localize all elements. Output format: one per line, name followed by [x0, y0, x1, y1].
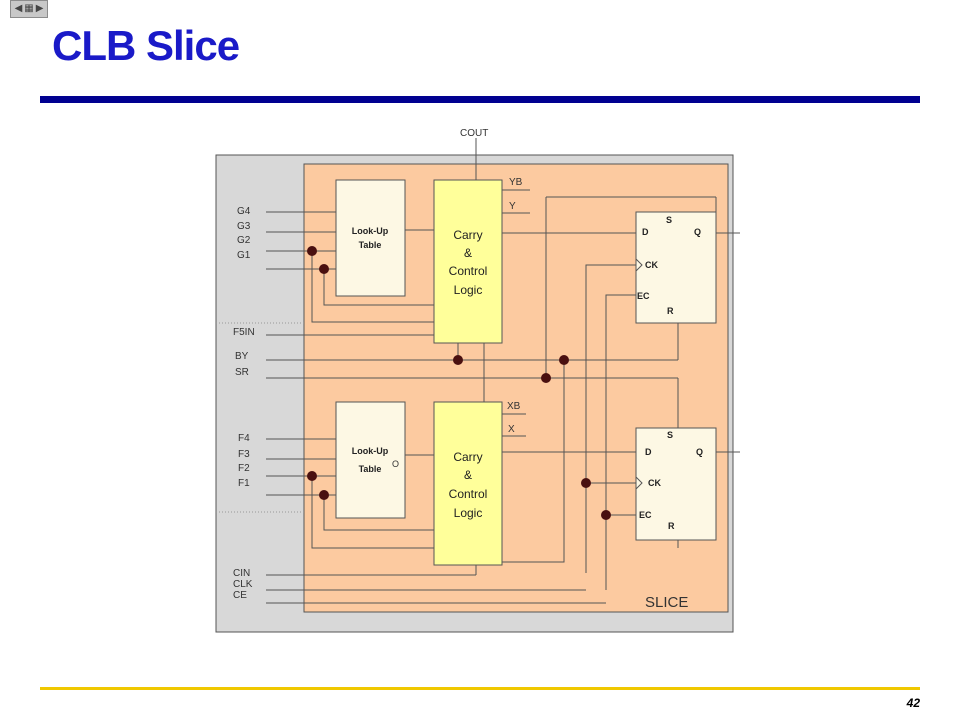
ff-top-q: Q: [694, 227, 701, 237]
f4-label: F4: [238, 433, 250, 444]
carry-logic-bottom: [433, 401, 503, 566]
g4-label: G4: [237, 206, 251, 217]
ff-bottom-ec: EC: [639, 510, 652, 520]
f3-label: F3: [238, 449, 250, 460]
ff-bottom-q: Q: [696, 447, 703, 457]
y-label: Y: [509, 201, 516, 212]
carry-top-line-3: Control: [449, 264, 488, 278]
carry-top-line-4: Logic: [454, 283, 483, 297]
ff-top-d: D: [642, 227, 649, 237]
lut-top: [335, 179, 406, 297]
lut-top-label-2: Table: [359, 240, 382, 250]
carry-top-line-2: &: [464, 246, 472, 260]
clk-label: CLK: [233, 579, 253, 590]
carry-bottom-line-1: Carry: [453, 450, 482, 464]
sr-label: SR: [235, 367, 249, 378]
lut-bottom-label-1: Look-Up: [352, 446, 389, 456]
carry-top-line-1: Carry: [453, 228, 482, 242]
footer-rule: [40, 687, 920, 690]
carry-bottom-line-3: Control: [449, 487, 488, 501]
slide-menu-icon[interactable]: ▦: [24, 3, 34, 14]
flipflop-bottom: [635, 427, 717, 541]
flipflop-top: [635, 211, 717, 324]
slice-label: SLICE: [645, 594, 688, 611]
title-rule: [40, 96, 920, 103]
yb-label: YB: [509, 177, 523, 188]
carry-logic-top: [433, 179, 503, 344]
ff-bottom-r: R: [668, 521, 675, 531]
ff-top-s: S: [666, 215, 672, 225]
f1-label: F1: [238, 478, 250, 489]
x-label: X: [508, 424, 515, 435]
ff-top-ck: CK: [645, 260, 658, 270]
cout-label: COUT: [460, 128, 488, 139]
g3-label: G3: [237, 221, 251, 232]
xb-label: XB: [507, 401, 521, 412]
f5in-label: F5IN: [233, 327, 255, 338]
cin-label: CIN: [233, 568, 250, 579]
carry-bottom-line-2: &: [464, 468, 472, 482]
ff-bottom-ck: CK: [648, 478, 661, 488]
lut-top-label-1: Look-Up: [352, 226, 389, 236]
g1-label: G1: [237, 250, 251, 261]
page-number: 42: [906, 696, 920, 710]
lut-bottom: [335, 401, 406, 519]
slide-nav[interactable]: ◀ ▦ ▶: [10, 0, 48, 18]
ff-bottom-d: D: [645, 447, 652, 457]
by-label: BY: [235, 351, 249, 362]
ff-top-r: R: [667, 306, 674, 316]
lut-bottom-label-2: Table: [359, 464, 382, 474]
lut-bottom-out-label: O: [392, 459, 399, 469]
ff-top-ec: EC: [637, 291, 650, 301]
next-slide-icon[interactable]: ▶: [35, 3, 44, 14]
carry-bottom-line-4: Logic: [454, 506, 483, 520]
ce-label: CE: [233, 590, 247, 601]
prev-slide-icon[interactable]: ◀: [14, 3, 23, 14]
page-title: CLB Slice: [52, 22, 240, 69]
g2-label: G2: [237, 235, 251, 246]
f2-label: F2: [238, 463, 250, 474]
ff-bottom-s: S: [667, 430, 673, 440]
